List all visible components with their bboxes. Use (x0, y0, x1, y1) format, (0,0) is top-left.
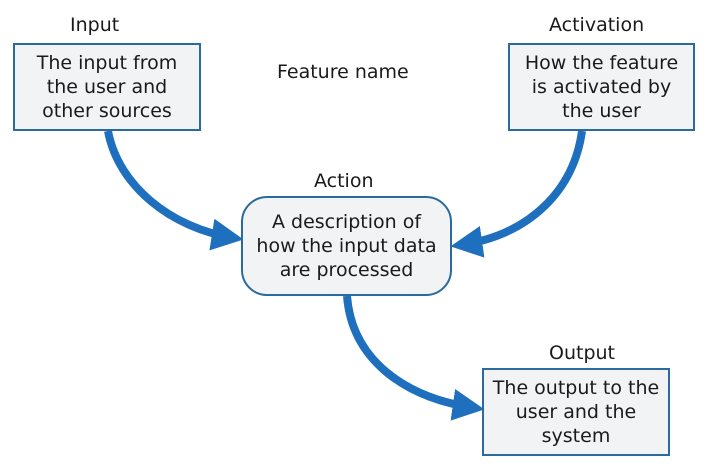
activation-label: Activation (549, 14, 645, 36)
input-box: The input from the user and other source… (13, 43, 201, 131)
arrow-input-to-action (104, 130, 244, 251)
action-box: A description of how the input data are … (241, 196, 452, 296)
output-label: Output (549, 342, 615, 364)
action-box-text: A description of how the input data are … (256, 211, 437, 281)
arrow-activation-to-action (450, 130, 586, 258)
activation-box-text: How the feature is activated by the user (524, 52, 679, 122)
output-box-text: The output to the user and the system (492, 377, 660, 447)
activation-box: How the feature is activated by the user (508, 43, 695, 131)
feature-name-label: Feature name (277, 61, 409, 83)
action-label: Action (314, 170, 374, 192)
input-label: Input (70, 14, 120, 36)
arrow-action-to-output (343, 295, 485, 421)
output-box: The output to the user and the system (482, 368, 670, 456)
input-box-text: The input from the user and other source… (36, 52, 178, 122)
